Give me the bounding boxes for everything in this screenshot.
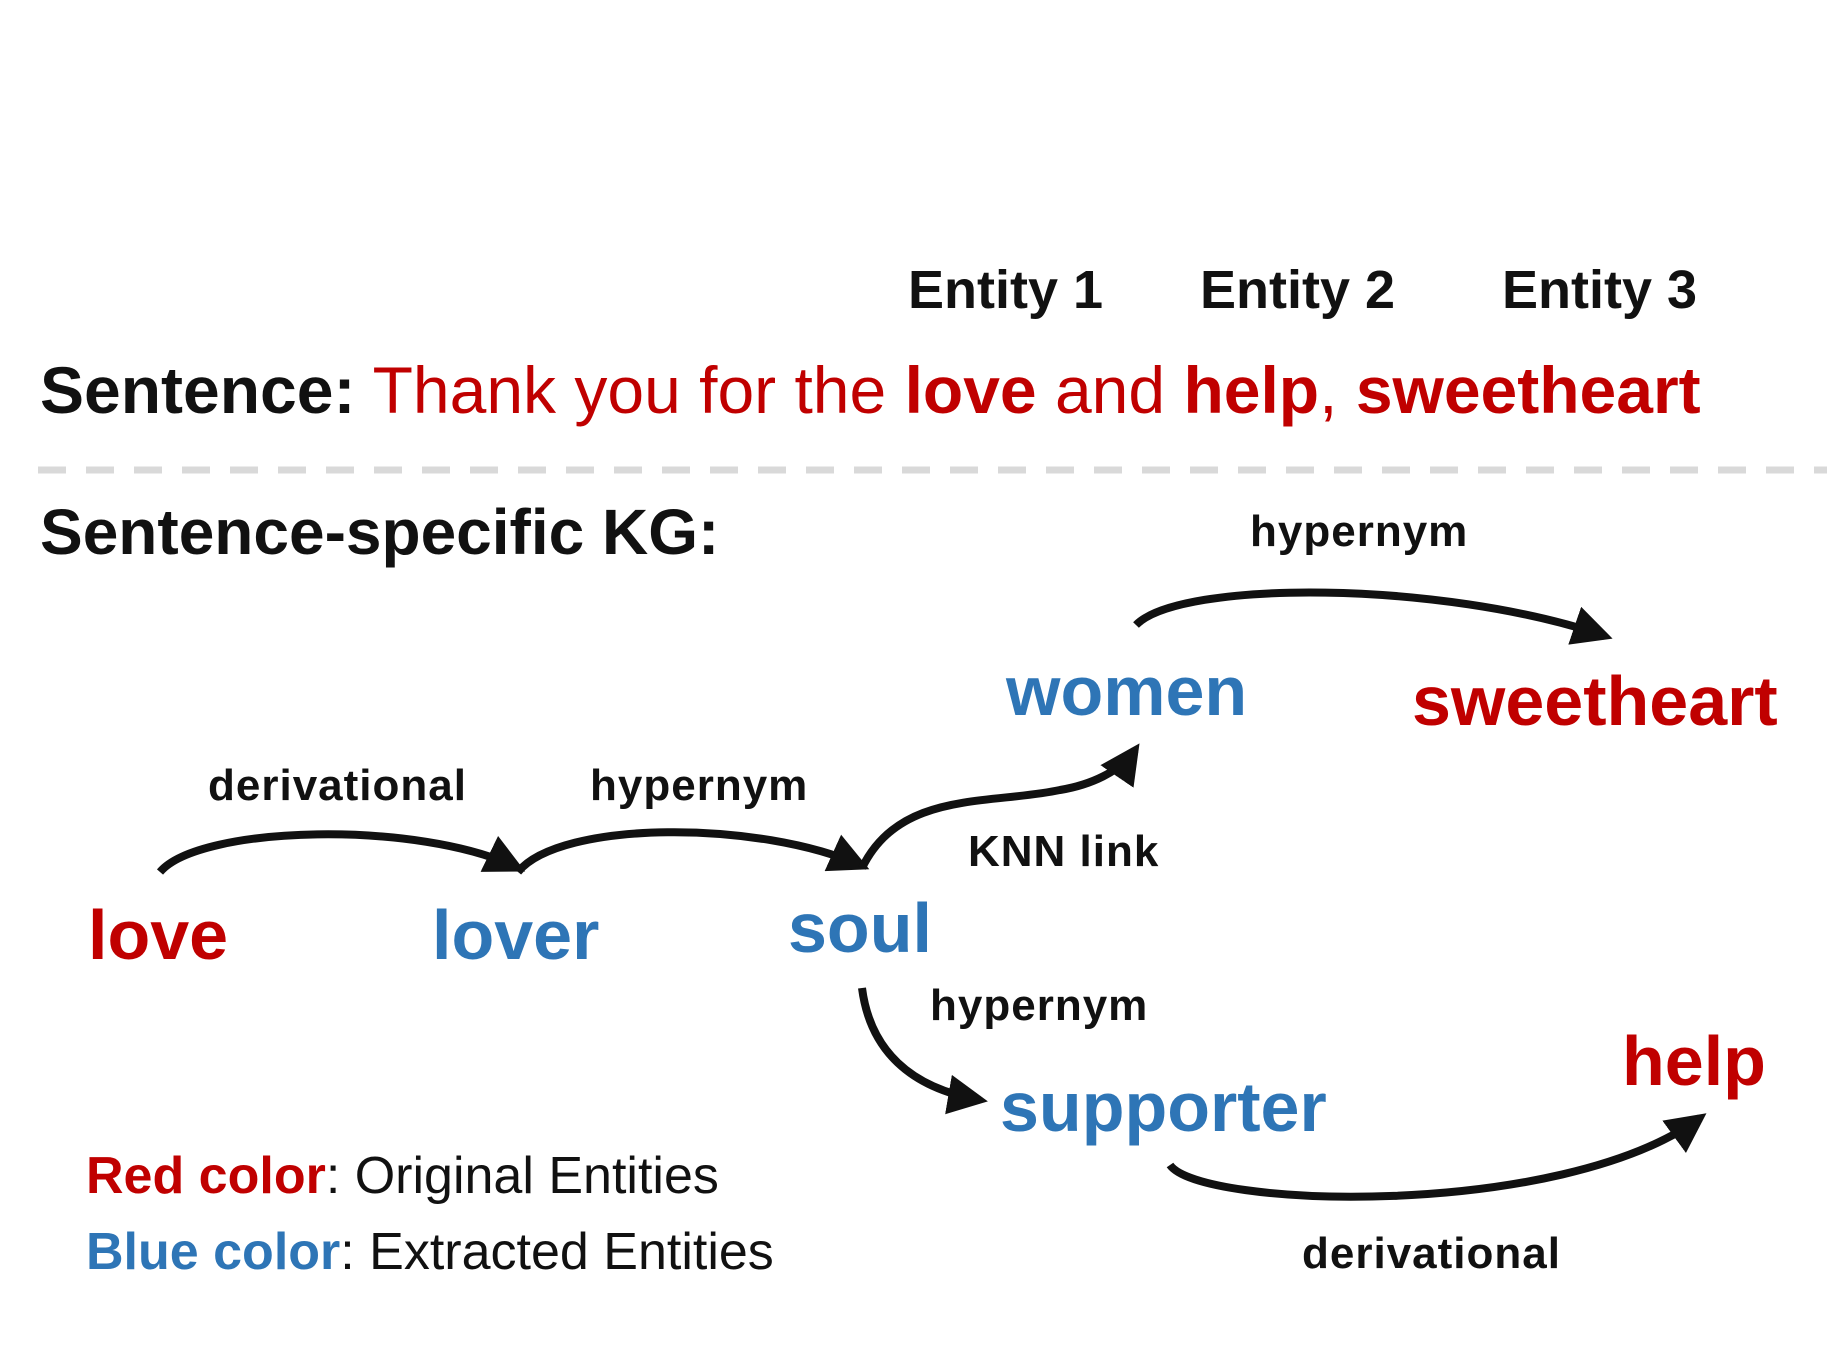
edge-soul-supporter bbox=[858, 987, 988, 1115]
edge-supporter-help bbox=[1166, 1113, 1707, 1201]
node-women: women bbox=[1006, 652, 1248, 730]
edge-love-lover bbox=[156, 830, 526, 875]
sentence-text: Thank you for the love and help, sweethe… bbox=[373, 353, 1701, 427]
sentence-entity-help: help bbox=[1183, 353, 1320, 427]
sentence-part: Thank you for the bbox=[372, 353, 905, 427]
entity-1-header: Entity 1 bbox=[908, 260, 1104, 320]
relation-knn-link: KNN link bbox=[968, 827, 1160, 876]
edge-lover-soul bbox=[514, 828, 870, 875]
sentence-part: and bbox=[1036, 353, 1184, 427]
node-soul: soul bbox=[788, 889, 932, 967]
sentence-entity-love: love bbox=[904, 353, 1037, 427]
legend-red-label: Red color bbox=[86, 1147, 326, 1205]
node-love: love bbox=[88, 896, 229, 974]
relation-derivational-supporter-help: derivational bbox=[1302, 1229, 1561, 1278]
legend-red: Red color: Original Entities bbox=[86, 1150, 719, 1202]
entity-2-header: Entity 2 bbox=[1200, 260, 1396, 320]
kg-title: Sentence-specific KG: bbox=[40, 496, 720, 568]
sentence: Sentence: Thank you for the love and hel… bbox=[40, 357, 1701, 423]
legend-blue-text: : Extracted Entities bbox=[340, 1223, 774, 1281]
edge-soul-women bbox=[858, 743, 1140, 870]
relation-hypernym-soul-supporter: hypernym bbox=[930, 981, 1149, 1030]
node-help: help bbox=[1622, 1022, 1766, 1100]
legend-red-text: : Original Entities bbox=[325, 1147, 719, 1205]
node-lover: lover bbox=[432, 896, 600, 974]
relation-hypernym-lover-soul: hypernym bbox=[590, 761, 809, 810]
legend-blue-label: Blue color bbox=[86, 1223, 341, 1281]
relation-derivational-love-lover: derivational bbox=[208, 761, 467, 810]
entity-3-header: Entity 3 bbox=[1502, 260, 1698, 320]
relation-hypernym-women-sweetheart: hypernym bbox=[1250, 507, 1469, 556]
node-sweetheart: sweetheart bbox=[1412, 662, 1778, 740]
edge-women-sweetheart bbox=[1133, 588, 1613, 645]
node-supporter: supporter bbox=[1000, 1068, 1327, 1146]
sentence-part: , bbox=[1319, 353, 1356, 427]
sentence-label: Sentence: bbox=[40, 353, 356, 427]
legend-blue: Blue color: Extracted Entities bbox=[86, 1226, 774, 1278]
sentence-entity-sweetheart: sweetheart bbox=[1355, 353, 1701, 427]
